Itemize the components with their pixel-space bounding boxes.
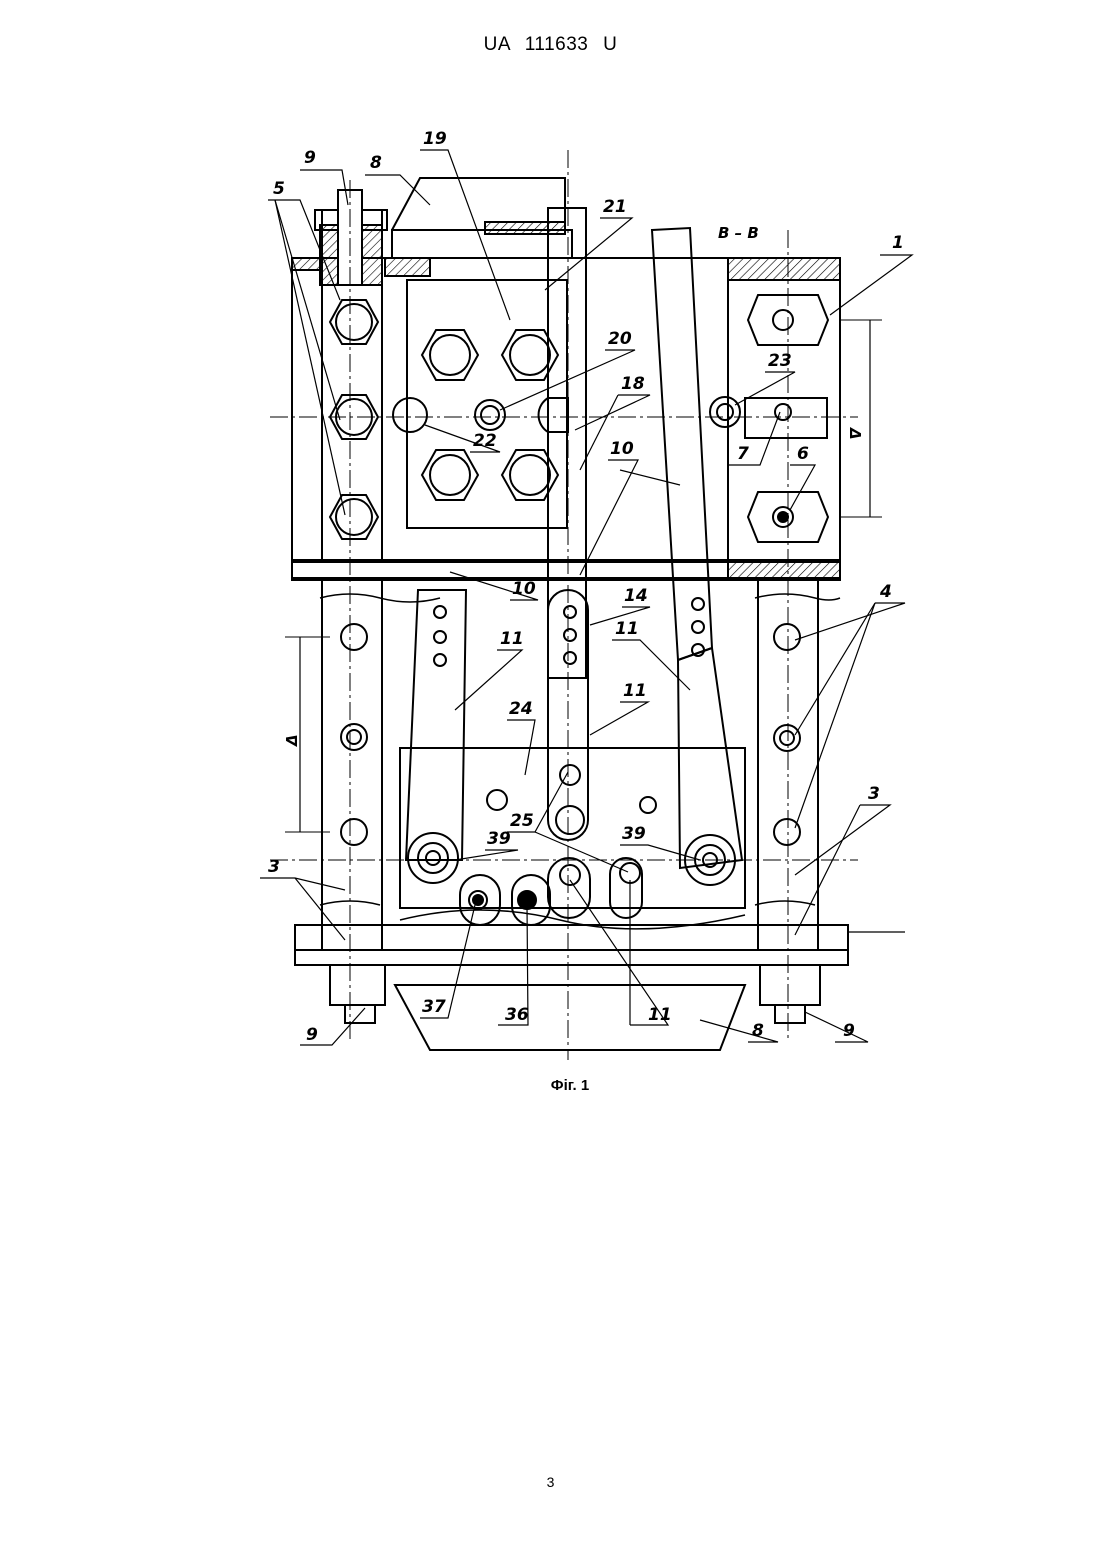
- inclined-bar-10: [652, 228, 712, 660]
- figure-caption: Фіг. 1: [0, 1077, 1101, 1094]
- section-label: В – В: [718, 224, 759, 242]
- label-14: 14: [624, 586, 648, 606]
- label-4: 4: [879, 582, 892, 602]
- label-5: 5: [273, 179, 285, 199]
- label-6: 6: [797, 444, 809, 464]
- label-8-top: 8: [370, 153, 382, 173]
- base-plate: [295, 925, 848, 965]
- label-11-c: 11: [623, 681, 647, 701]
- label-9-bottom-left: 9: [306, 1025, 318, 1045]
- label-10-upper: 10: [610, 439, 634, 459]
- label-11-e: 11: [648, 1005, 672, 1025]
- dimension-label-right: Δ: [846, 427, 864, 440]
- label-23: 23: [768, 351, 792, 371]
- label-11-b: 11: [615, 619, 639, 639]
- label-9-bottom-right: 9: [843, 1021, 855, 1041]
- label-3-right: 3: [868, 784, 880, 804]
- label-22: 22: [473, 431, 497, 451]
- right-hatch-top: [728, 258, 840, 280]
- left-column-nuts: [330, 300, 378, 539]
- dimension-label-left: Δ: [283, 734, 301, 747]
- label-7: 7: [737, 444, 749, 464]
- label-18: 18: [621, 374, 645, 394]
- label-11-a: 11: [500, 629, 524, 649]
- label-25: 25: [510, 811, 534, 831]
- left-link-11: [406, 590, 466, 860]
- label-20: 20: [608, 329, 632, 349]
- label-10-lower: 10: [512, 579, 536, 599]
- label-1: 1: [892, 233, 904, 253]
- label-24: 24: [509, 699, 533, 719]
- label-3-left: 3: [268, 857, 280, 877]
- label-37: 37: [422, 997, 446, 1017]
- label-21: 21: [603, 197, 627, 217]
- label-39-left: 39: [487, 829, 511, 849]
- label-19: 19: [423, 129, 447, 149]
- label-8-bottom: 8: [752, 1021, 764, 1041]
- label-36: 36: [505, 1005, 529, 1025]
- label-39-right: 39: [622, 824, 646, 844]
- label-9-top: 9: [304, 148, 316, 168]
- page-number: 3: [0, 1474, 1101, 1490]
